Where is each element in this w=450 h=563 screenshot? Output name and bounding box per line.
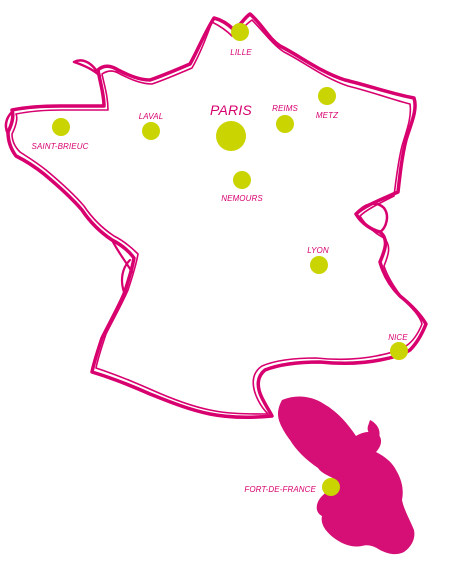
- city-label-lille: LILLE: [230, 48, 252, 57]
- city-label-saint-brieuc: SAINT-BRIEUC: [32, 142, 89, 151]
- city-label-paris: PARIS: [210, 102, 252, 118]
- city-marker-nice: [390, 342, 408, 360]
- city-label-metz: METZ: [316, 111, 339, 120]
- city-label-nice: NICE: [388, 333, 408, 342]
- martinique-island-coast: [367, 420, 380, 440]
- france-outline: [4, 12, 428, 420]
- city-label-fort-de-france: FORT-DE-FRANCE: [244, 485, 316, 494]
- city-label-lyon: LYON: [307, 246, 329, 255]
- city-marker-nemours: [233, 171, 251, 189]
- france-outline-stroke-main: [6, 12, 428, 420]
- alps-flourish: [354, 202, 389, 234]
- city-label-laval: LAVAL: [139, 112, 164, 121]
- martinique-island: [278, 396, 415, 555]
- city-marker-lyon: [310, 256, 328, 274]
- city-marker-metz: [318, 87, 336, 105]
- city-marker-fort-de-france: [322, 478, 340, 496]
- coast-flourish: [110, 238, 134, 294]
- france-outline-stroke-inner: [11, 19, 423, 415]
- city-marker-saint-brieuc: [52, 118, 70, 136]
- city-label-nemours: NEMOURS: [221, 194, 263, 203]
- brittany-flourish: [4, 59, 102, 136]
- city-marker-paris: [216, 121, 246, 151]
- cities: LILLE PARIS REIMS METZ LAVAL SAINT-BRIEUC NEMO…: [32, 23, 408, 496]
- city-marker-laval: [142, 122, 160, 140]
- city-marker-reims: [276, 115, 294, 133]
- city-marker-lille: [231, 23, 249, 41]
- city-label-reims: REIMS: [272, 104, 298, 113]
